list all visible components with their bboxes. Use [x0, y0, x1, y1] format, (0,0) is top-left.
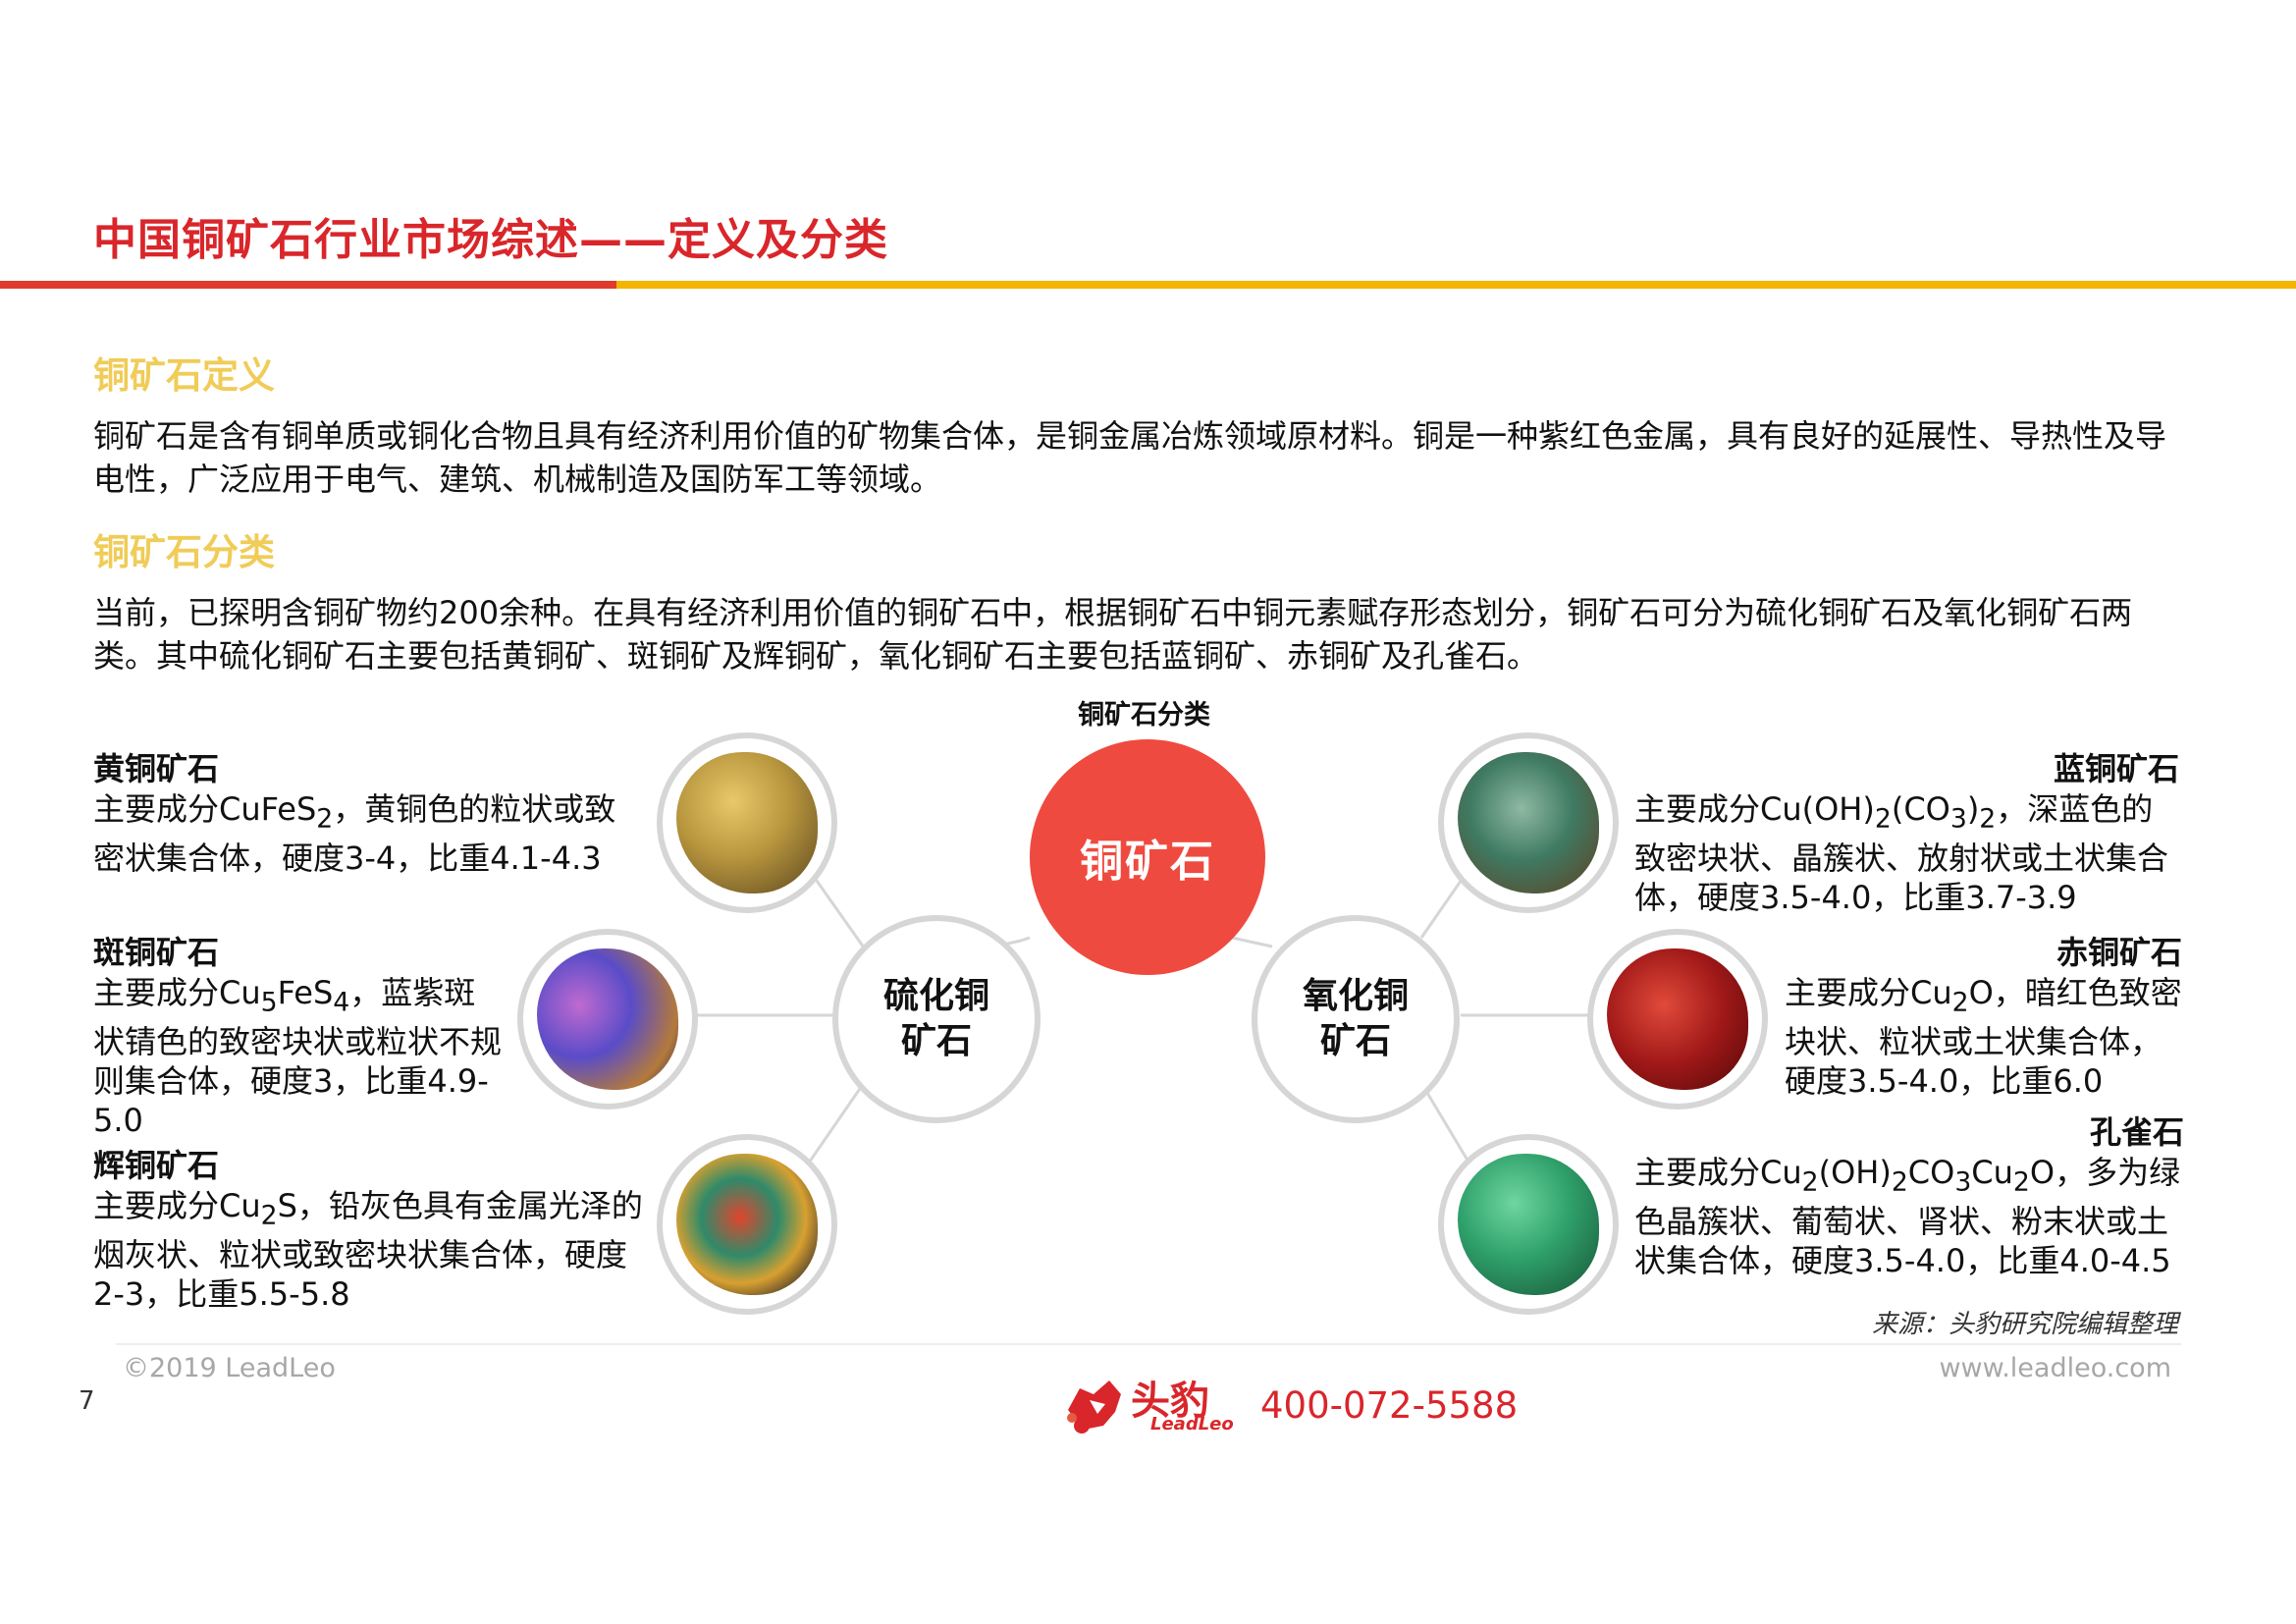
chalcocite-image	[657, 1134, 837, 1315]
sulfide-label-line1: 硫化铜	[882, 976, 989, 1016]
malachite-image	[1438, 1134, 1619, 1315]
footer-website[interactable]: www.leadleo.com	[1939, 1353, 2171, 1383]
azurite-block: 蓝铜矿石 主要成分Cu(OH)2(CO3)2，深蓝色的致密块状、晶簇状、放射状或…	[1634, 744, 2179, 917]
malachite-block: 孔雀石 主要成分Cu2(OH)2CO3Cu2O，多为绿色晶簇状、葡萄状、肾状、粉…	[1634, 1108, 2184, 1280]
leadleo-logo: 头豹 LeadLeo	[1060, 1367, 1237, 1445]
malachite-desc: 主要成分Cu2(OH)2CO3Cu2O，多为绿色晶簇状、葡萄状、肾状、粉末状或土…	[1634, 1154, 2181, 1280]
bornite-photo	[537, 948, 678, 1090]
footer-copyright: ©2019 LeadLeo	[123, 1353, 336, 1383]
chalcocite-title: 辉铜矿石	[93, 1147, 220, 1184]
azurite-photo	[1458, 752, 1599, 893]
connector-center-sulfide	[1020, 936, 1031, 943]
sulfide-label-line2: 矿石	[900, 1021, 972, 1061]
azurite-image	[1438, 732, 1619, 913]
oxide-label-line2: 矿石	[1319, 1021, 1391, 1061]
chalcocite-block: 辉铜矿石 主要成分Cu2S，铅灰色具有金属光泽的烟灰状、粒状或致密块状集合体，硬…	[93, 1141, 643, 1314]
chalcocite-photo	[676, 1154, 818, 1295]
header-rule-red	[0, 281, 616, 289]
page-title: 中国铜矿石行业市场综述——定义及分类	[93, 215, 888, 265]
cuprite-photo	[1607, 948, 1748, 1090]
contact-phone: 400-072-5588	[1260, 1384, 1519, 1427]
definition-heading: 铜矿石定义	[93, 354, 275, 397]
bornite-desc: 主要成分Cu5FeS4，蓝紫斑状锖色的致密块状或粒状不规则集合体，硬度3，比重4…	[93, 974, 503, 1140]
classification-text: 当前，已探明含铜矿物约200余种。在具有经济利用价值的铜矿石中，根据铜矿石中铜元…	[93, 594, 2133, 675]
chalcopyrite-photo	[676, 752, 818, 893]
page-number: 7	[79, 1386, 95, 1416]
footer-divider	[116, 1343, 2181, 1345]
logo-text-cn: 头豹	[1131, 1379, 1209, 1424]
definition-text: 铜矿石是含有铜单质或铜化合物且具有经济利用价值的矿物集合体，是铜金属冶炼领域原材…	[93, 417, 2167, 498]
sulfide-ore-node: 硫化铜 矿石	[832, 915, 1041, 1123]
header-rule-yellow	[616, 281, 2296, 289]
azurite-desc: 主要成分Cu(OH)2(CO3)2，深蓝色的致密块状、晶簇状、放射状或土状集合体…	[1634, 790, 2169, 917]
center-node-copper-ore: 铜矿石	[1030, 739, 1265, 975]
leopard-head-icon	[1067, 1380, 1121, 1434]
chalcocite-desc: 主要成分Cu2S，铅灰色具有金属光泽的烟灰状、粒状或致密块状集合体，硬度2-3，…	[93, 1187, 643, 1314]
azurite-title: 蓝铜矿石	[2053, 750, 2179, 787]
connector-oxide-bottom	[1419, 1082, 1474, 1169]
logo-text-en: LeadLeo	[1150, 1414, 1234, 1435]
chalcopyrite-desc: 主要成分CuFeS2，黄铜色的粒状或致密状集合体，硬度3-4，比重4.1-4.3	[93, 790, 616, 878]
chalcopyrite-block: 黄铜矿石 主要成分CuFeS2，黄铜色的粒状或致密状集合体，硬度3-4，比重4.…	[93, 744, 643, 878]
classification-heading: 铜矿石分类	[93, 531, 275, 573]
oxide-ore-node: 氧化铜 矿石	[1252, 915, 1460, 1123]
chalcopyrite-title: 黄铜矿石	[93, 750, 220, 787]
malachite-photo	[1458, 1154, 1599, 1295]
bornite-image	[517, 929, 698, 1110]
diagram-title: 铜矿石分类	[1078, 700, 1210, 731]
chalcopyrite-image	[657, 732, 837, 913]
cuprite-desc: 主要成分Cu2O，暗红色致密块状、粒状或土状集合体，硬度3.5-4.0，比重6.…	[1785, 974, 2182, 1101]
cuprite-image	[1587, 929, 1768, 1110]
source-note: 来源：头豹研究院编辑整理	[1871, 1310, 2178, 1339]
bornite-block: 斑铜矿石 主要成分Cu5FeS4，蓝紫斑状锖色的致密块状或粒状不规则集合体，硬度…	[93, 928, 506, 1140]
center-node-label: 铜矿石	[1080, 837, 1215, 887]
malachite-title: 孔雀石	[2089, 1113, 2184, 1151]
bornite-title: 斑铜矿石	[93, 934, 220, 971]
connector-center-oxide	[1231, 936, 1273, 948]
cuprite-block: 赤铜矿石 主要成分Cu2O，暗红色致密块状、粒状或土状集合体，硬度3.5-4.0…	[1785, 928, 2182, 1101]
oxide-label-line1: 氧化铜	[1302, 976, 1409, 1016]
connector-sulfide-bottom	[803, 1082, 866, 1169]
cuprite-title: 赤铜矿石	[2056, 934, 2182, 971]
